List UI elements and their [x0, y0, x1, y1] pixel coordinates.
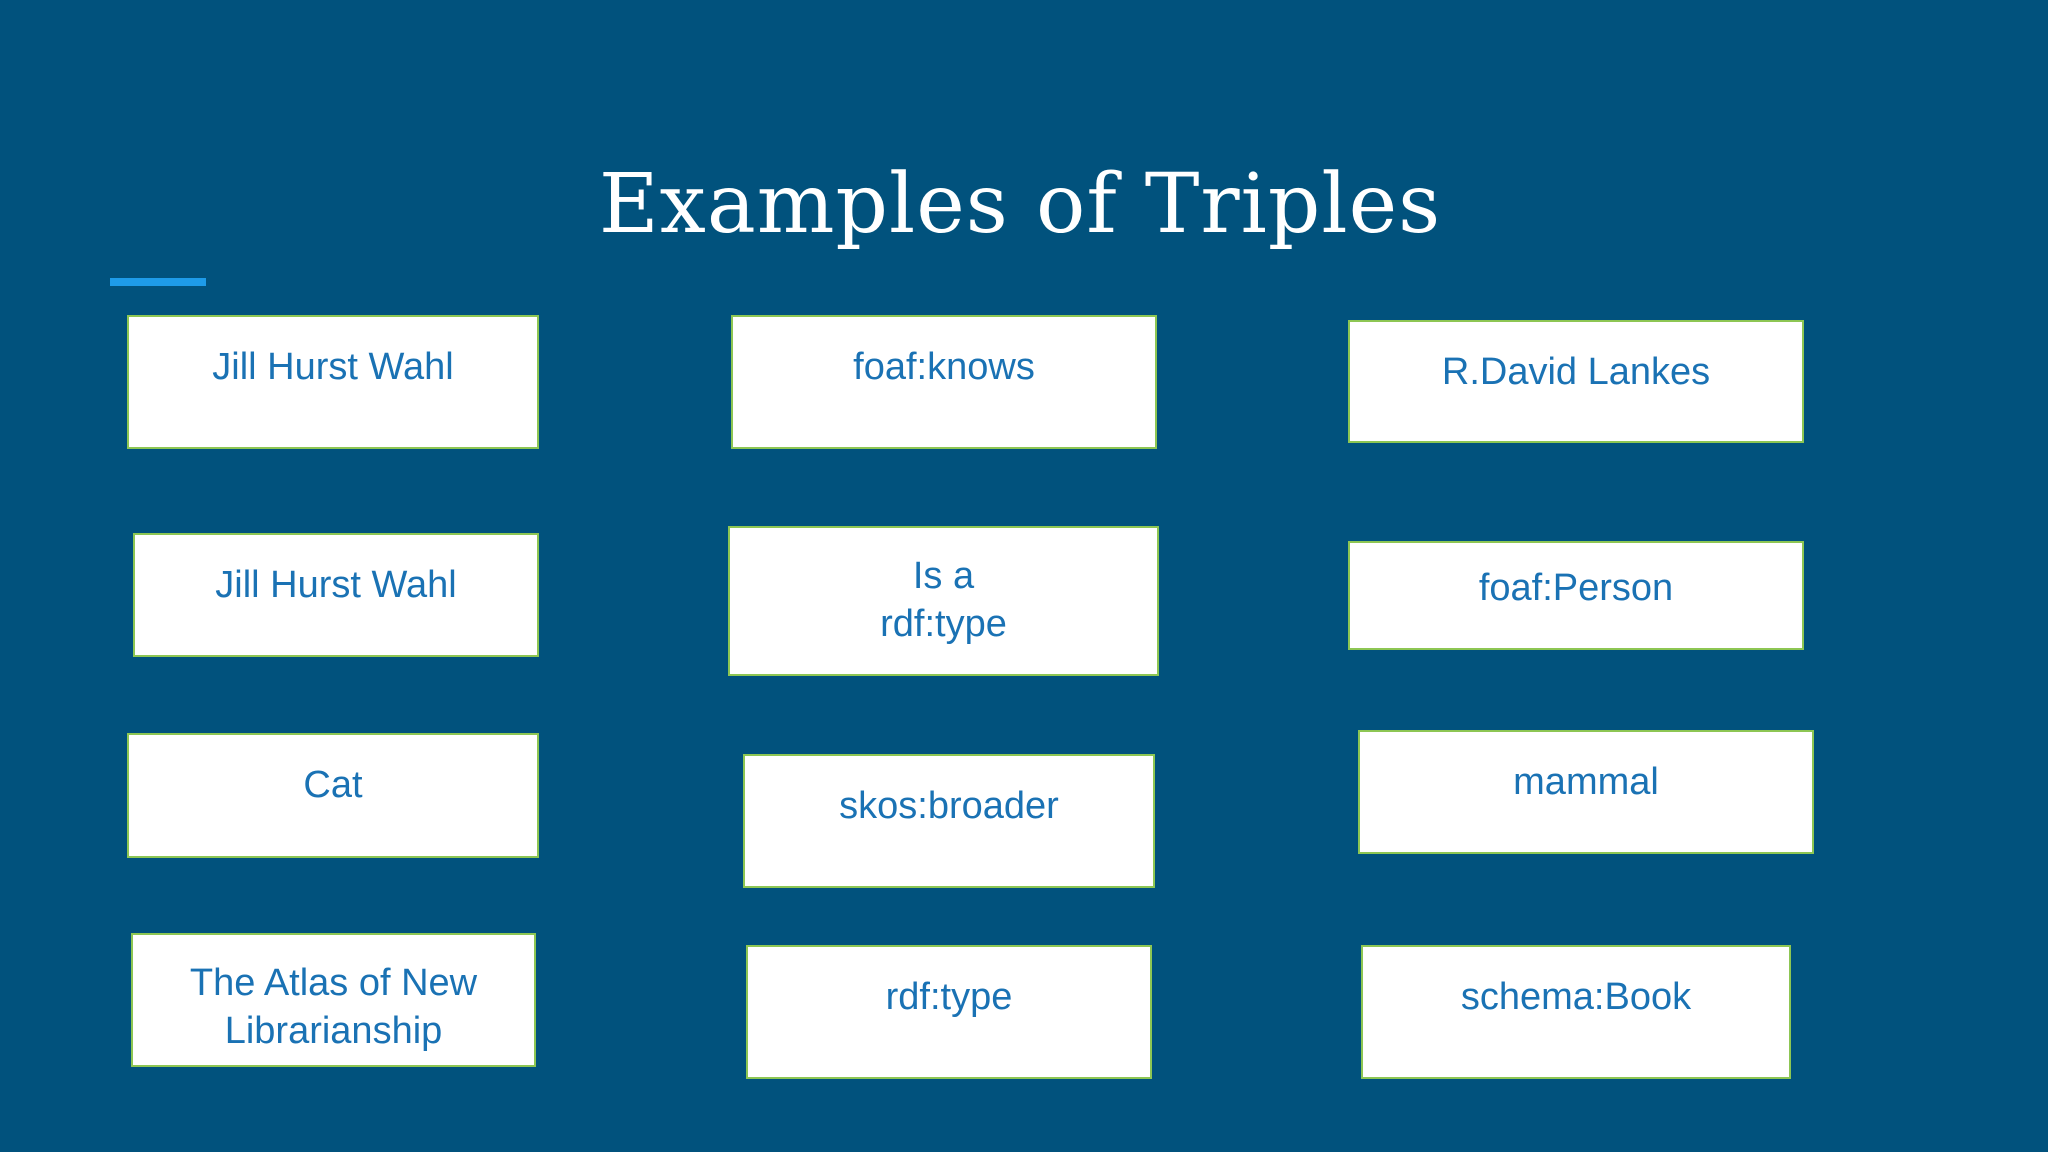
triple-3-object-box: mammal [1358, 730, 1814, 854]
triple-1-subject-text: Jill Hurst Wahl [212, 346, 454, 388]
triple-2-subject-text: Jill Hurst Wahl [215, 564, 457, 606]
triple-4-object-text: schema:Book [1460, 976, 1692, 1018]
triple-2-object-box: foaf:Person [1348, 541, 1804, 650]
triple-2-subject-box: Jill Hurst Wahl [133, 533, 539, 657]
triple-3-subject-text: Cat [303, 764, 363, 806]
triple-3-predicate-text: skos:broader [839, 785, 1059, 827]
triple-4-subject-text-line-2: Librarianship [224, 1010, 443, 1052]
triple-2-predicate-text-line-2: rdf:type [880, 603, 1007, 645]
triple-2-object-text: foaf:Person [1478, 567, 1674, 609]
slide-title: Examples of Triples [598, 157, 1442, 252]
triple-1-object-text: R.David Lankes [1441, 351, 1711, 393]
triple-2-predicate-text-line-1: Is a [912, 555, 975, 597]
triple-4-subject-box: The Atlas of New Librarianship [131, 933, 536, 1067]
triple-4-predicate-box: rdf:type [746, 945, 1152, 1079]
triple-1-predicate-box: foaf:knows [731, 315, 1157, 449]
triple-1-object-box: R.David Lankes [1348, 320, 1804, 443]
triple-1-predicate-text: foaf:knows [853, 346, 1035, 388]
triple-2-predicate-box: Is a rdf:type [728, 526, 1159, 676]
triple-1-subject-box: Jill Hurst Wahl [127, 315, 539, 449]
triple-4-subject-text-line-1: The Atlas of New [189, 962, 478, 1004]
triple-4-object-box: schema:Book [1361, 945, 1791, 1079]
title-accent-bar [110, 278, 206, 286]
triple-3-object-text: mammal [1513, 761, 1659, 803]
triple-3-subject-box: Cat [127, 733, 539, 858]
triple-4-predicate-text: rdf:type [885, 976, 1013, 1018]
triple-3-predicate-box: skos:broader [743, 754, 1155, 888]
